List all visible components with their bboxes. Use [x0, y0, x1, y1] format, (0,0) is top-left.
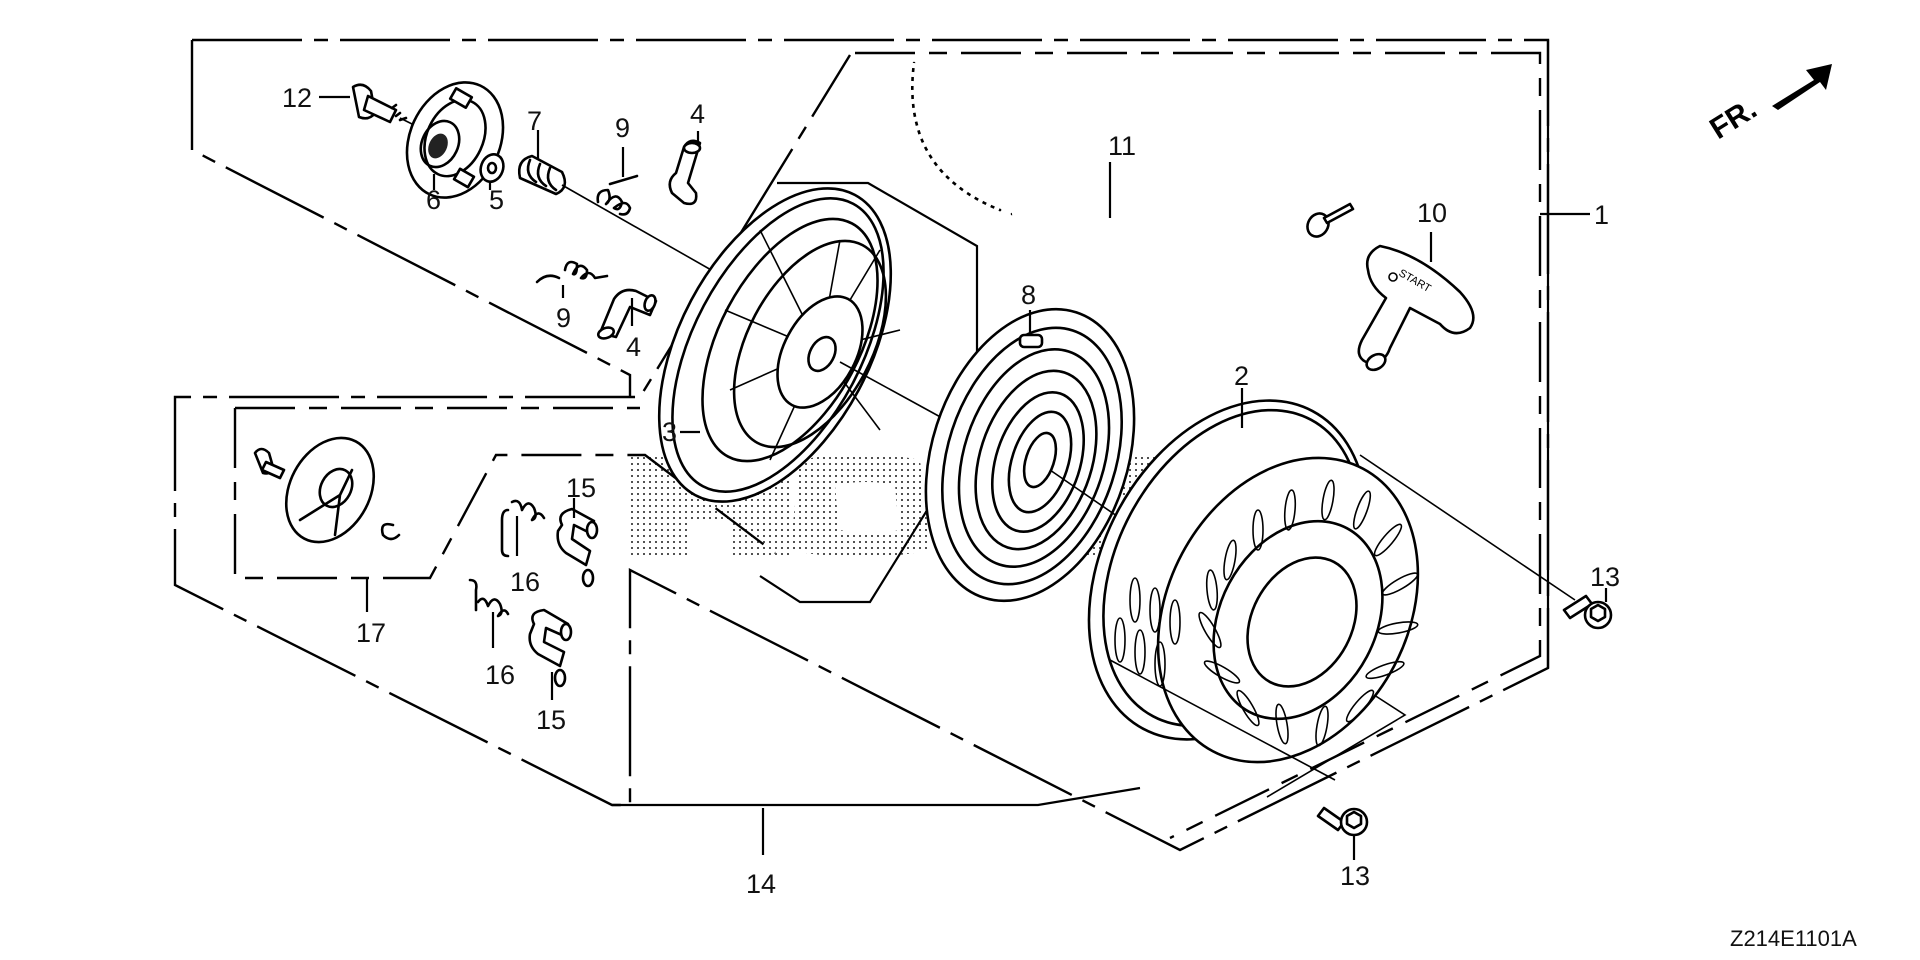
callout-6[interactable]: 6: [426, 185, 441, 215]
part-16-ratchet-spring-upper[interactable]: [500, 499, 546, 558]
part-15-ratchet-lower[interactable]: [528, 608, 573, 700]
callout-14[interactable]: 14: [746, 869, 776, 899]
callout-1[interactable]: 1: [1594, 200, 1609, 230]
callout-12[interactable]: 12: [282, 83, 312, 113]
part-4-ratchet-upper[interactable]: [668, 139, 702, 206]
assembly-boundaries: [173, 38, 1590, 852]
part-6-ratchet-guide[interactable]: [389, 67, 521, 214]
part-13-flange-bolt-right[interactable]: [1562, 588, 1613, 630]
part-13-flange-bolt-bottom[interactable]: [1316, 806, 1369, 860]
part-16-ratchet-spring-lower[interactable]: [468, 578, 510, 648]
callout-2[interactable]: 2: [1234, 361, 1249, 391]
part-9-ratchet-spring-upper[interactable]: [596, 174, 639, 216]
callout-13-bottom[interactable]: 13: [1340, 861, 1370, 891]
callout-15-upper[interactable]: 15: [566, 473, 596, 503]
arrow-up-right-icon: [1772, 64, 1832, 110]
callout-13-right[interactable]: 13: [1590, 562, 1620, 592]
part-7-friction-spring[interactable]: [517, 154, 721, 276]
part-15-ratchet-upper[interactable]: [556, 498, 599, 588]
callout-16-upper[interactable]: 16: [510, 567, 540, 597]
part-17-ratchet-guide-set[interactable]: [253, 423, 401, 612]
callout-9-lower[interactable]: 9: [556, 303, 571, 333]
callout-4-lower[interactable]: 4: [626, 332, 641, 362]
part-8-recoil-spring[interactable]: [890, 282, 1169, 628]
callout-16-lower[interactable]: 16: [485, 660, 515, 690]
callout-9-upper[interactable]: 9: [615, 113, 630, 143]
part-5-washer[interactable]: [477, 151, 507, 185]
figure-code: Z214E1101A: [1730, 926, 1857, 951]
callout-4-upper[interactable]: 4: [690, 99, 705, 129]
part-12-setting-screw[interactable]: [351, 83, 421, 129]
callout-15-lower[interactable]: 15: [536, 705, 566, 735]
callout-11[interactable]: 11: [1108, 131, 1136, 161]
callout-8[interactable]: 8: [1021, 280, 1036, 310]
callout-17[interactable]: 17: [356, 618, 386, 648]
callout-labels: 1 2 3 4 4 5 6 7 8 9 9 10 11 12 13 13 14 …: [282, 83, 1620, 899]
part-9-ratchet-spring-lower[interactable]: [535, 260, 609, 284]
part-4-ratchet-lower[interactable]: [596, 288, 658, 340]
front-direction-indicator: FR.: [1704, 64, 1832, 146]
callout-7[interactable]: 7: [527, 106, 542, 136]
callout-3[interactable]: 3: [662, 417, 677, 447]
part-11-starter-rope[interactable]: [910, 61, 1355, 283]
callout-10[interactable]: 10: [1417, 198, 1447, 228]
part-2-starter-case[interactable]: [1033, 352, 1576, 807]
part-10-starter-grip[interactable]: START: [1357, 232, 1475, 373]
callout-5[interactable]: 5: [489, 185, 504, 215]
case-vent-slots: [1114, 479, 1419, 747]
front-label: FR.: [1704, 92, 1762, 146]
part-3-starter-reel[interactable]: [611, 150, 956, 539]
